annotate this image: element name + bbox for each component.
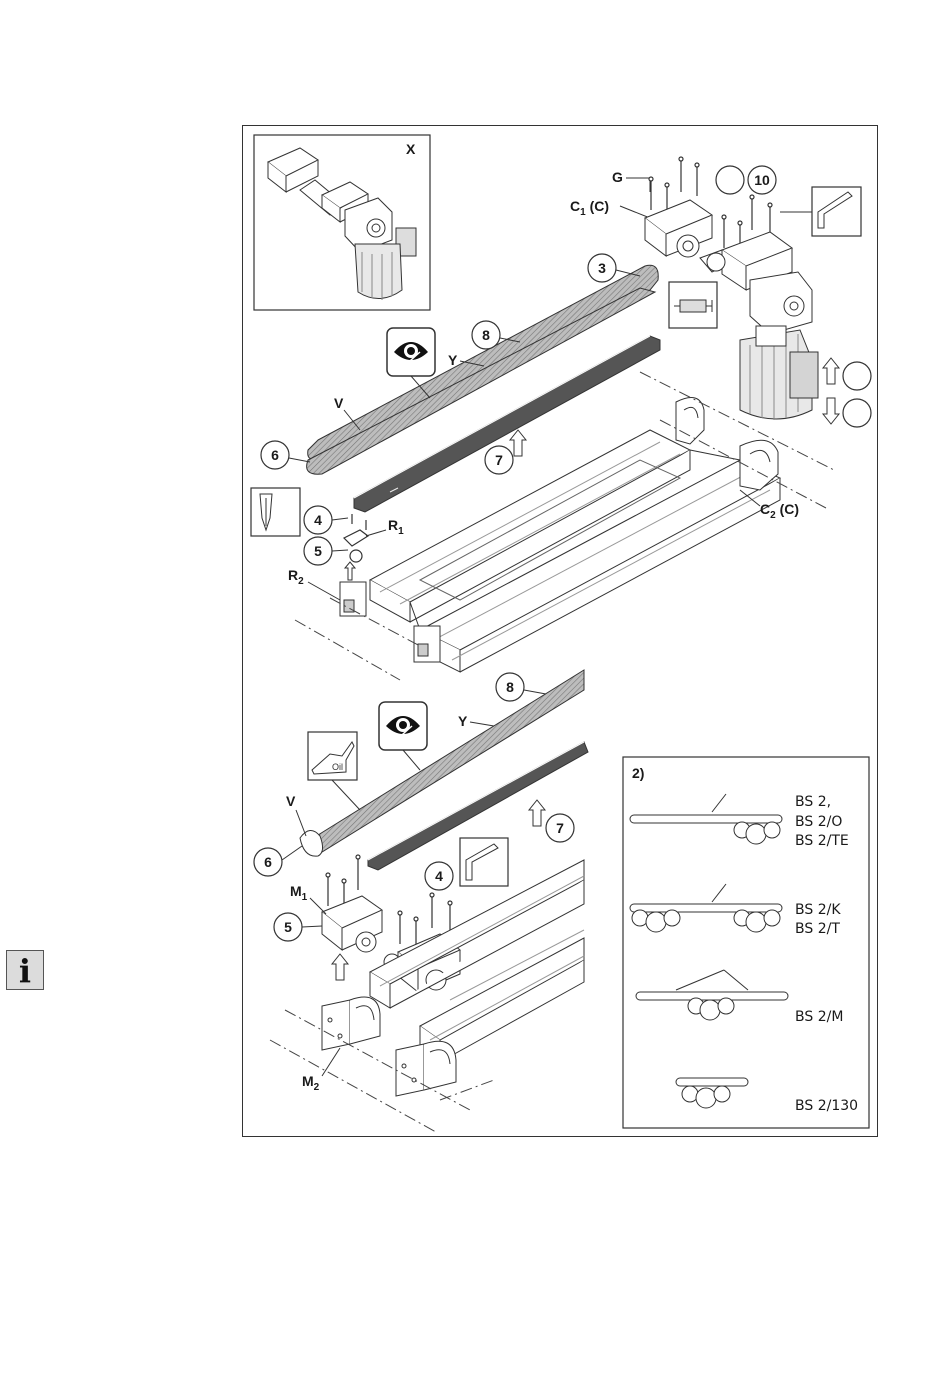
callout-4-top-text: 4 (314, 512, 322, 528)
drive-housing (707, 232, 812, 334)
oil-can-icon: Oil (308, 732, 357, 780)
controller-box (669, 282, 717, 328)
oil-label: Oil (332, 762, 343, 772)
callout-10-text: 10 (754, 172, 770, 188)
detail-x-label: X (406, 141, 416, 157)
callout-3-text: 3 (598, 260, 606, 276)
callout-6-bottom-text: 6 (264, 854, 272, 870)
variant-2-line-1: BS 2/K (795, 902, 841, 918)
bearing-housing-m1 (322, 896, 382, 952)
label-y-bottom: Y (458, 713, 468, 729)
detail-x-box: X (254, 135, 430, 310)
label-v-bottom: V (286, 793, 296, 809)
label-m1: M1 (290, 883, 308, 903)
hex-key-icon (780, 187, 861, 236)
variants-note: 2) (632, 765, 644, 781)
callout-7-bottom-text: 7 (556, 820, 564, 836)
label-v-top: V (334, 395, 344, 411)
callout-8-top-text: 8 (482, 327, 490, 343)
label-g: G (612, 169, 623, 185)
hex-key-icon-bottom (460, 838, 508, 886)
callout-4-bottom-text: 4 (435, 868, 443, 884)
end-housing-m2 (322, 997, 456, 1096)
callout-5-bottom-text: 5 (284, 919, 292, 935)
info-icon: i (6, 950, 44, 990)
small-screws-top (344, 514, 368, 562)
motor (740, 326, 818, 420)
callout-7-top-text: 7 (495, 452, 503, 468)
variants-box: 2) BS 2, BS 2/O BS 2/TE BS 2/K BS 2/T (623, 757, 869, 1128)
arrow-up-7-top (510, 430, 526, 456)
variant-1-line-2: BS 2/O (795, 814, 842, 830)
label-y-top: Y (448, 352, 458, 368)
eye-icon-bottom (379, 702, 427, 750)
conveyor-frame-bottom (370, 860, 584, 1062)
info-symbol: i (7, 952, 43, 990)
label-c1: C1 (C) (570, 198, 609, 218)
variant-1-line-3: BS 2/TE (795, 833, 849, 849)
label-r2: R2 (288, 567, 304, 587)
direction-arrows (823, 358, 871, 427)
label-r1: R1 (388, 517, 404, 537)
label-m2: M2 (302, 1073, 320, 1093)
callout-5-top-text: 5 (314, 543, 322, 559)
variant-4-line-1: BS 2/130 (795, 1098, 858, 1114)
callout-8-bottom-text: 8 (506, 679, 514, 695)
screwdriver-icon (251, 488, 300, 536)
callout-6-top-text: 6 (271, 447, 279, 463)
label-c2: C2 (C) (760, 501, 799, 521)
variant-2-line-2: BS 2/T (795, 921, 840, 937)
variant-1-line-1: BS 2, (795, 794, 831, 810)
eye-icon-top (387, 328, 435, 376)
variant-3-line-1: BS 2/M (795, 1009, 843, 1025)
blank-callout (716, 166, 744, 194)
arrow-up-7-bottom (529, 800, 545, 826)
